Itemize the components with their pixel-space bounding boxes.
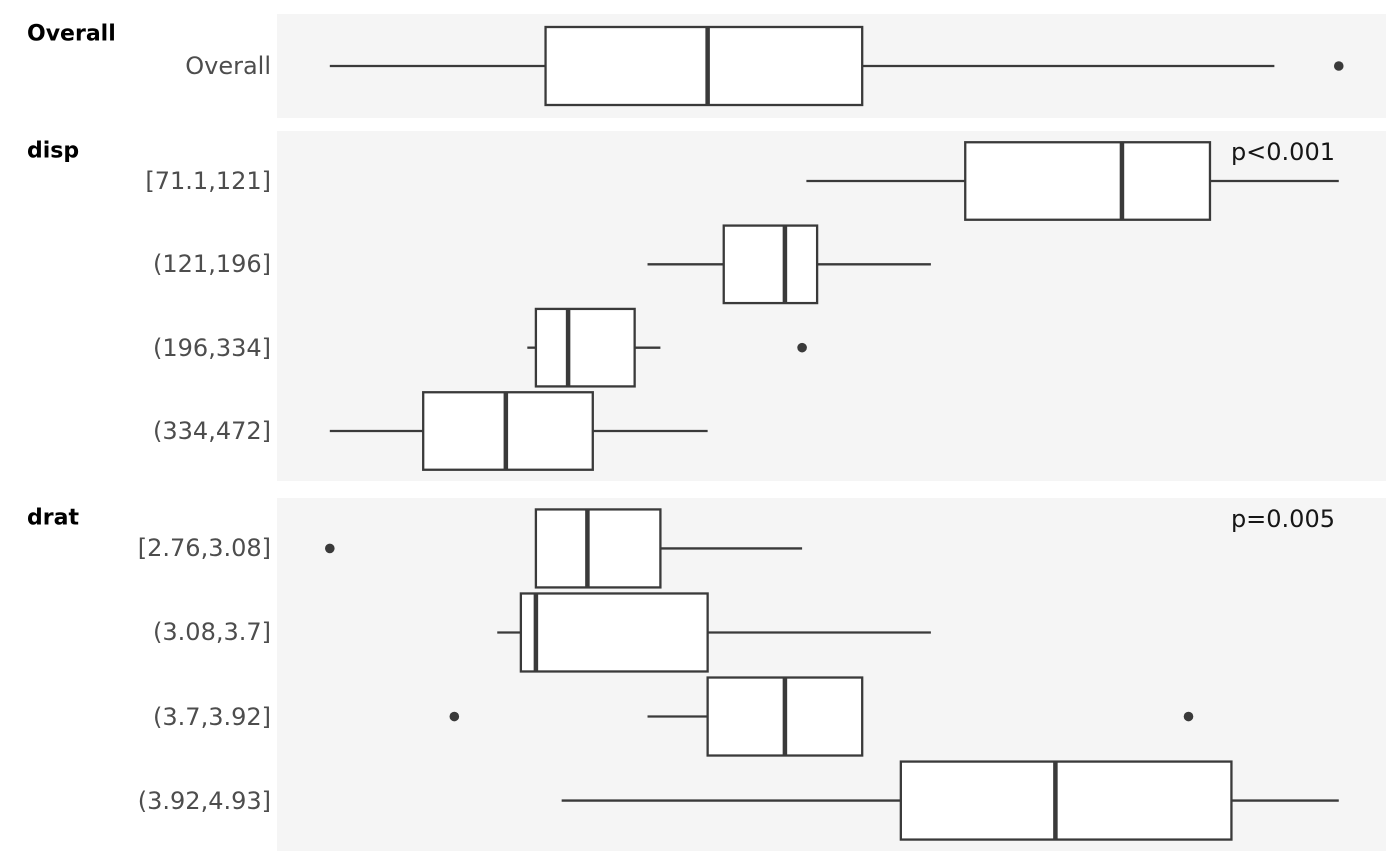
outlier-dot <box>449 711 460 722</box>
panel-plot-svg-drat <box>325 508 1339 841</box>
panel-plot-svg-disp <box>329 141 1339 471</box>
box-rect <box>519 592 709 673</box>
row-label: (334,472] <box>153 417 271 445</box>
p-value-label: p<0.001 <box>1230 138 1335 166</box>
outlier-dot <box>797 342 807 353</box>
row-label: (121,196] <box>153 250 271 279</box>
row-label: Overall <box>185 52 271 80</box>
row-label: [71.1,121] <box>145 167 271 195</box>
row-label: [2.76,3.08] <box>137 534 271 563</box>
panel-plot-svg-overall <box>329 25 1344 107</box>
box-rect <box>964 141 1212 221</box>
group-header-disp: disp <box>27 138 80 164</box>
box-rect <box>899 760 1233 841</box>
row-label: (3.7,3.92] <box>153 702 271 731</box>
group-header-drat: drat <box>27 505 79 531</box>
row-label: (3.08,3.7] <box>153 618 271 647</box>
box-rect <box>722 224 819 305</box>
row-label: (3.92,4.93] <box>137 786 271 815</box>
box-rect <box>544 25 864 107</box>
outlier-dot <box>1333 61 1344 71</box>
outlier-dot <box>1183 711 1194 722</box>
box-rect <box>534 307 636 388</box>
outlier-dot <box>325 543 335 554</box>
row-label: (196,334] <box>153 333 271 362</box>
p-value-label: p=0.005 <box>1230 505 1335 533</box>
group-header-overall: Overall <box>27 21 116 47</box>
box-rect <box>534 508 662 589</box>
